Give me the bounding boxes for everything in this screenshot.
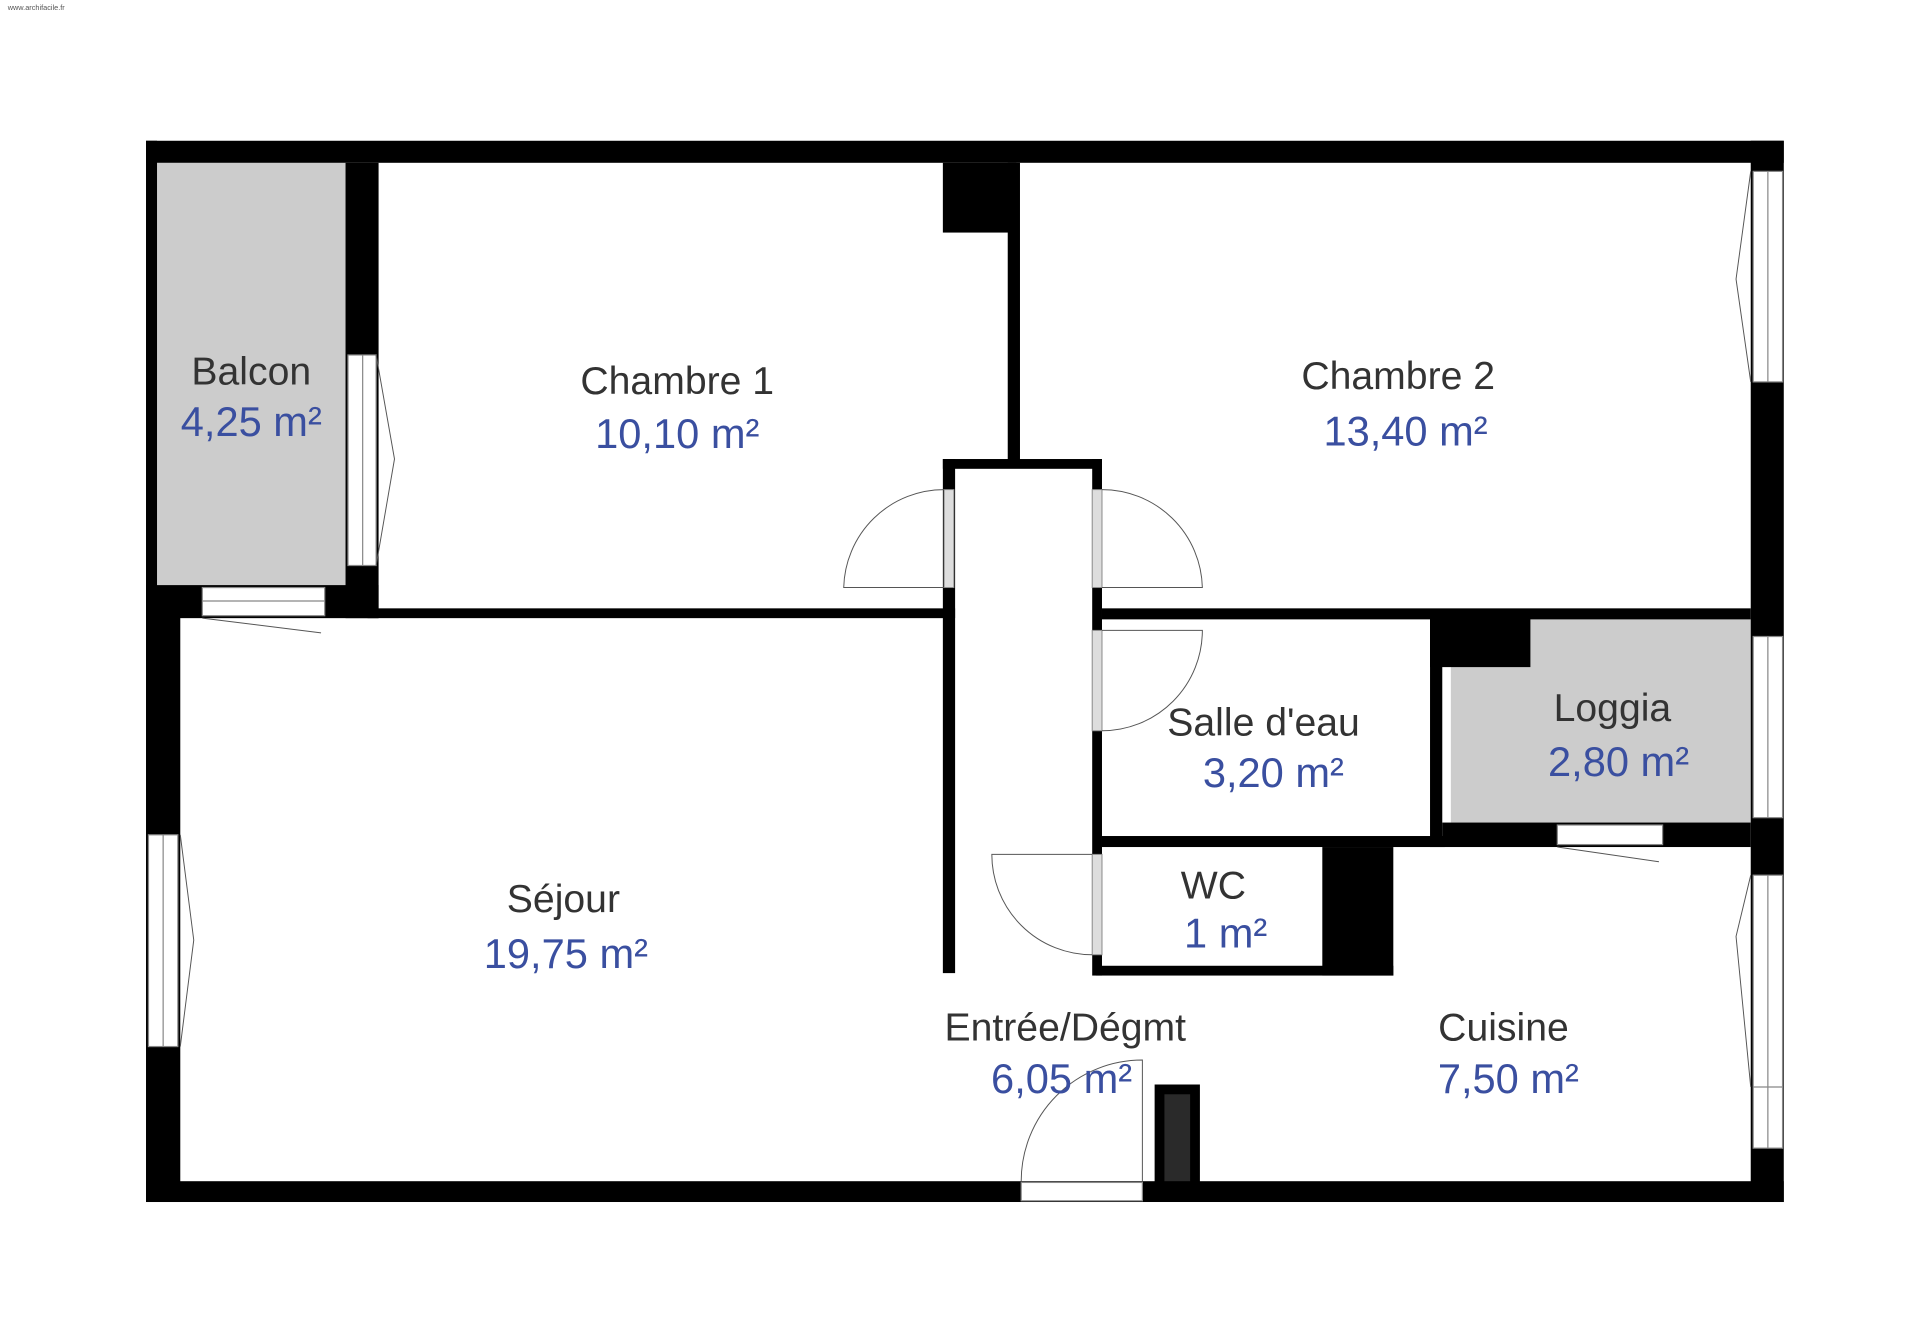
svg-text:7,50 m²: 7,50 m²: [1438, 1055, 1579, 1102]
room-loggia: Loggia 2,80 m²: [1548, 687, 1689, 785]
svg-text:4,25 m²: 4,25 m²: [181, 398, 322, 445]
svg-text:13,40 m²: 13,40 m²: [1323, 408, 1487, 455]
svg-text:2,80 m²: 2,80 m²: [1548, 738, 1689, 785]
svg-text:10,10 m²: 10,10 m²: [595, 410, 759, 457]
room-balcon: Balcon 4,25 m²: [181, 350, 322, 444]
svg-text:3,20 m²: 3,20 m²: [1203, 749, 1344, 796]
doors: [843, 489, 1203, 1182]
svg-text:Cuisine: Cuisine: [1438, 1006, 1569, 1049]
svg-text:Chambre 1: Chambre 1: [580, 360, 774, 403]
room-sejour: Séjour 19,75 m²: [484, 878, 648, 977]
svg-text:19,75 m²: 19,75 m²: [484, 930, 648, 977]
room-wc: WC 1 m²: [1181, 864, 1268, 956]
svg-text:Séjour: Séjour: [507, 878, 620, 921]
watermark: www.archifacile.fr: [7, 3, 66, 12]
svg-text:Salle d'eau: Salle d'eau: [1167, 702, 1360, 745]
balcon-floor: [157, 162, 346, 586]
svg-text:Entrée/Dégmt: Entrée/Dégmt: [944, 1006, 1186, 1049]
svg-text:1 m²: 1 m²: [1184, 909, 1267, 956]
room-cuisine: Cuisine 7,50 m²: [1438, 1006, 1579, 1102]
svg-text:WC: WC: [1181, 864, 1246, 907]
svg-text:6,05 m²: 6,05 m²: [991, 1055, 1132, 1102]
svg-text:Chambre 2: Chambre 2: [1301, 355, 1495, 398]
room-entree-degmt: Entrée/Dégmt 6,05 m²: [944, 1006, 1186, 1102]
windows: [147, 170, 1784, 1202]
room-chambre-1: Chambre 1 10,10 m²: [580, 360, 774, 457]
svg-text:Balcon: Balcon: [191, 350, 311, 393]
room-chambre-2: Chambre 2 13,40 m²: [1301, 355, 1495, 454]
room-salle-d-eau: Salle d'eau 3,20 m²: [1167, 702, 1360, 796]
svg-text:Loggia: Loggia: [1554, 687, 1672, 730]
